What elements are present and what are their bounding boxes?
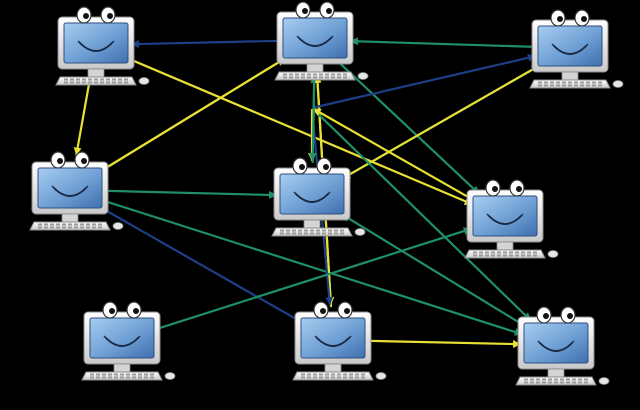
- keyboard: [271, 227, 353, 237]
- connection-arrow-pc2-to-pc1: [130, 39, 283, 49]
- smile: [488, 215, 522, 225]
- connection-arrow-pc6-to-pc10: [312, 107, 477, 203]
- smile: [295, 193, 329, 203]
- connection-arrow-pc4-to-pc9: [101, 199, 523, 336]
- keyboard: [81, 371, 163, 381]
- computer-icon-pc6: [464, 179, 559, 259]
- computer-icon-pc2: [274, 1, 369, 81]
- connection-arrow-pc9-to-pc5: [341, 213, 529, 329]
- connection-arrow-pc2-to-pc4: [99, 56, 288, 173]
- smile: [53, 187, 87, 197]
- connection-arrow-pc4-to-pc8: [98, 205, 303, 324]
- connection-arrow-pc1-to-pc4: [73, 77, 92, 156]
- connection-arrow-pc7-to-pc6: [153, 227, 472, 331]
- connection-arrow-pc4-to-pc5: [102, 189, 278, 199]
- connection-arrow-pc3-to-pc2: [349, 37, 538, 49]
- screen: [472, 195, 538, 237]
- smile: [553, 45, 587, 55]
- connection-arrow-pc8-to-pc9: [365, 339, 522, 349]
- screen: [89, 317, 155, 359]
- screen: [300, 317, 366, 359]
- connection-arrow-pc2-to-pc5: [308, 72, 317, 162]
- connection-arrow-pc10-to-pc9: [312, 108, 532, 321]
- keyboard: [292, 371, 374, 381]
- computer-icon-pc7: [81, 301, 176, 381]
- computer-icon-pc5: [271, 157, 366, 237]
- smile: [79, 42, 113, 52]
- screen: [282, 17, 348, 59]
- screen: [37, 167, 103, 209]
- screen: [537, 25, 603, 67]
- keyboard: [55, 76, 137, 86]
- keyboard: [515, 376, 597, 386]
- smile: [298, 37, 332, 47]
- smile: [316, 337, 350, 347]
- connections: [73, 37, 542, 349]
- computer-icon-pc1: [55, 6, 150, 86]
- connection-arrow-pc10-to-pc3: [312, 53, 537, 109]
- keyboard: [29, 221, 111, 231]
- computers: [29, 1, 624, 386]
- keyboard: [464, 249, 546, 259]
- smile: [105, 337, 139, 347]
- computer-icon-pc9: [515, 306, 610, 386]
- computer-icon-pc4: [29, 151, 124, 231]
- connection-arrow-pc2-to-pc6: [338, 62, 480, 195]
- screen: [63, 22, 129, 64]
- connection-arrow-pc3-to-pc5: [342, 63, 542, 180]
- computer-icon-pc3: [529, 9, 624, 89]
- keyboard: [274, 71, 356, 81]
- keyboard: [529, 79, 611, 89]
- connection-arrow-pc1-to-pc6: [126, 57, 473, 206]
- screen: [523, 322, 589, 364]
- screen: [279, 173, 345, 215]
- computer-icon-pc8: [292, 301, 387, 381]
- smile: [539, 342, 573, 352]
